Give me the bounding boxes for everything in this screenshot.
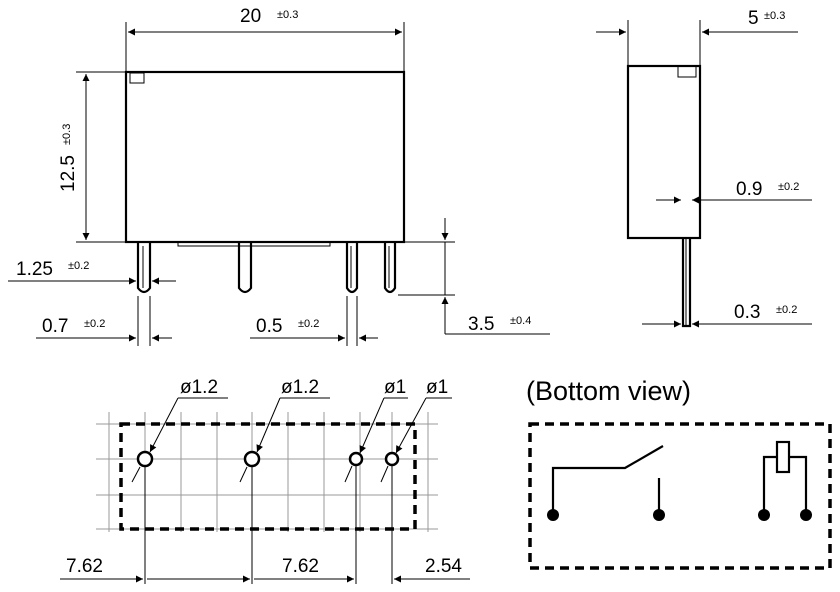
schematic-outline: [528, 422, 832, 570]
schematic-title: (Bottom view): [526, 376, 691, 406]
spacing-2: 7.62: [282, 556, 319, 577]
hole-4: [384, 451, 400, 467]
hole-3: [348, 451, 364, 467]
body-base-step: [177, 242, 331, 247]
coil-lead-right: [789, 455, 808, 512]
coil-symbol: [775, 440, 791, 474]
pin-3: [345, 242, 359, 294]
relay-body-front: [124, 70, 406, 244]
pin-thickness-tolerance: ±0.2: [298, 318, 319, 330]
pcb-outline: [119, 422, 417, 531]
pin-width-tolerance: ±0.2: [84, 318, 105, 330]
switch-common: [551, 445, 664, 512]
pin-offset-value: 1.25: [16, 259, 53, 280]
spacing-3: 2.54: [425, 556, 462, 577]
side-notch: [677, 65, 697, 78]
pin-width-value: 0.7: [42, 316, 68, 337]
width-tolerance: ±0.3: [277, 9, 298, 21]
height-value: 12.5: [58, 155, 79, 192]
side-pin-offset-tolerance: ±0.2: [778, 181, 799, 193]
pin-length-tolerance: ±0.4: [510, 315, 531, 327]
terminal-1: [547, 509, 559, 521]
terminal-2: [653, 509, 665, 521]
pin-offset-tolerance: ±0.2: [68, 260, 89, 272]
hole-3-label: ø1: [384, 377, 406, 398]
body-notch: [129, 72, 145, 84]
depth-value: 5: [748, 8, 759, 29]
terminal-3: [758, 509, 770, 521]
pin-thickness-value: 0.5: [256, 316, 282, 337]
side-pin-thickness-tolerance: ±0.2: [776, 304, 797, 316]
front-view: 20 ±0.3 12.5 ±0.3 1.25 ±0.2 0.7 ±0.2 0.5…: [8, 6, 550, 346]
pcb-grid: [96, 412, 438, 532]
pin-length-value: 3.5: [468, 314, 494, 335]
side-view: 5 ±0.3 0.9 ±0.2 0.3 ±0.2: [596, 8, 812, 328]
terminal-4: [800, 509, 812, 521]
pin-4: [383, 242, 397, 294]
depth-tolerance: ±0.3: [764, 10, 785, 22]
height-tolerance: ±0.3: [61, 124, 73, 145]
hole-1-label: ø1.2: [180, 377, 218, 398]
side-pin-offset-value: 0.9: [736, 179, 762, 200]
width-value: 20: [240, 6, 261, 27]
hole-4-label: ø1: [426, 377, 448, 398]
hole-1: [136, 450, 154, 468]
pin-2: [237, 242, 253, 294]
pin-1: [136, 242, 152, 294]
schematic-bottom-view: (Bottom view): [526, 376, 832, 570]
spacing-1: 7.62: [66, 556, 103, 577]
coil-lead-left: [762, 455, 777, 512]
relay-body-side: [626, 64, 702, 240]
pcb-layout: ø1.2 ø1.2 ø1 ø1 7.62 7.62 2.54: [60, 377, 470, 584]
hole-2-label: ø1.2: [281, 377, 319, 398]
hole-2: [243, 450, 261, 468]
side-pin-thickness-value: 0.3: [734, 302, 760, 323]
